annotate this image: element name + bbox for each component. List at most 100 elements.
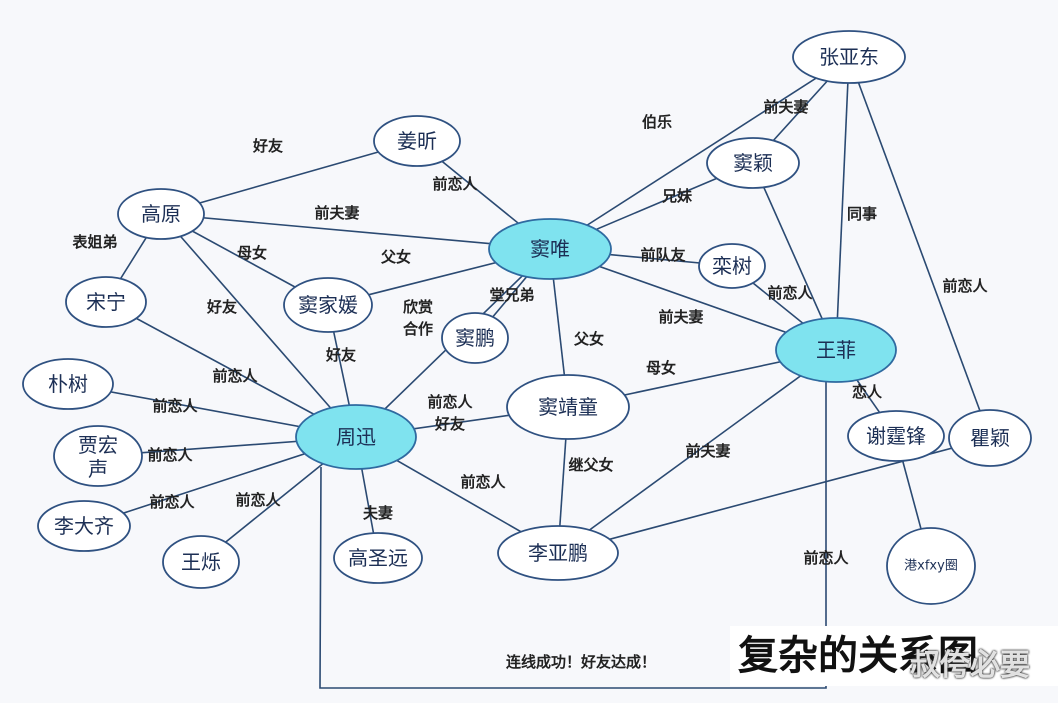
edge-label-wangshuo-zhouxun: 前恋人 xyxy=(235,491,281,509)
edge-zhangyadong-wangfei xyxy=(835,56,850,351)
node-label-songning: 宋宁 xyxy=(86,290,126,314)
node-label-xietingfeng: 谢霆锋 xyxy=(866,424,926,448)
edge-label-luanshu-wangfei: 前恋人 xyxy=(767,284,813,302)
node-label-doupeng: 窦鹏 xyxy=(455,326,495,350)
node-wangshuo: 王烁 xyxy=(162,535,240,589)
node-ellipse-gangxfxy xyxy=(886,527,976,605)
node-label-douying: 窦颖 xyxy=(733,151,773,175)
node-ellipse-wangshuo xyxy=(162,535,240,589)
edge-label-jiangxin-douwei: 前恋人 xyxy=(432,175,478,193)
edge-label-doujiayuan-zhouxun: 好友 xyxy=(325,346,356,364)
node-label-jiahongsheng-0: 贾宏 xyxy=(78,433,118,457)
node-xietingfeng: 谢霆锋 xyxy=(847,410,945,462)
edge-zhangyadong-quying xyxy=(848,56,991,439)
node-label-luanshu: 栾树 xyxy=(712,254,752,278)
edge-label-douwei-douying: 兄妹 xyxy=(661,187,693,205)
edge-label-gaoyuan-jiangxin: 好友 xyxy=(252,137,283,155)
node-zhangyadong: 张亚东 xyxy=(792,30,906,84)
node-zhouxun: 周迅 xyxy=(295,404,417,470)
node-label-zhouxun: 周迅 xyxy=(336,425,376,449)
node-doujingtong: 窦靖童 xyxy=(506,374,630,440)
node-ellipse-wangfei xyxy=(775,317,897,383)
watermark: 叔侉必要 xyxy=(910,648,1030,683)
edge-label-zhangyadong-quying: 前恋人 xyxy=(942,277,988,295)
nodes-layer: 张亚东姜昕窦颖高原窦唯栾树宋宁 窦家媛窦鹏王菲朴树 窦靖童周迅 谢霆锋 瞿颖 贾宏声李大齐… xyxy=(22,30,1032,605)
node-gaoyuan: 高原 xyxy=(117,188,205,240)
edge-label-pushu-zhouxun: 前恋人 xyxy=(152,397,198,415)
node-songning: 宋宁 xyxy=(65,276,147,328)
edge-label-jiahongsheng-zhouxun: 前恋人 xyxy=(147,446,193,464)
edge-gaoyuan-zhouxun xyxy=(160,213,357,438)
node-doupeng: 窦鹏 xyxy=(441,312,509,364)
node-ellipse-zhangyadong xyxy=(792,30,906,84)
node-ellipse-luanshu xyxy=(698,243,766,289)
edge-label-zhouxun-doujingtong: 前恋人 xyxy=(427,393,473,411)
edge-label-doujingtong-wangfei: 母女 xyxy=(646,359,676,377)
edge-zhouxun-wangfei xyxy=(319,380,827,689)
edge-douwei-zhangyadong xyxy=(549,56,850,250)
edge-label-wangfei-liyapeng: 前夫妻 xyxy=(685,442,730,460)
edge-label-douwei-zhouxun-2: 合作 xyxy=(402,320,433,338)
edge-label-douwei-zhangyadong: 伯乐 xyxy=(642,113,672,131)
edge-label-gaoyuan-doujiayuan: 母女 xyxy=(237,244,267,262)
edge-wangfei-liyapeng xyxy=(557,349,837,554)
edge-labels-layer: 好友前恋人前夫妻表姐弟母女好友父女伯乐前夫妻兄妹前队友欣赏合作堂兄弟父女前夫妻同… xyxy=(72,98,988,567)
edge-label-gaoyuan-douwei: 前夫妻 xyxy=(314,204,359,222)
node-pushu: 朴树 xyxy=(22,358,114,410)
edge-label-zhouxun-doujingtong-1: 好友 xyxy=(434,415,465,433)
edge-label-wangfei-xietingfeng: 恋人 xyxy=(852,383,883,401)
node-label-gaoshengyuan: 高圣远 xyxy=(348,546,408,570)
node-ellipse-jiahongsheng xyxy=(53,425,143,487)
node-ellipse-doupeng xyxy=(441,312,509,364)
footer-note: 连线成功！好友达成！ xyxy=(506,653,657,671)
edge-label-douwei-doujingtong: 父女 xyxy=(573,330,604,348)
node-label-wangshuo: 王烁 xyxy=(181,550,221,574)
edge-label-douwei-doujiayuan: 父女 xyxy=(380,248,411,266)
node-label-douwei: 窦唯 xyxy=(530,237,570,261)
edge-label-zhouxun-liyapeng: 前恋人 xyxy=(460,473,506,491)
edge-label-zhouxun-wangfei: 前恋人 xyxy=(803,549,849,567)
node-gaoshengyuan: 高圣远 xyxy=(333,532,423,584)
node-ellipse-jiangxin xyxy=(373,115,461,167)
node-ellipse-quying xyxy=(948,409,1032,467)
node-wangfei: 王菲 xyxy=(775,317,897,383)
node-ellipse-zhouxun xyxy=(295,404,417,470)
node-ellipse-songning xyxy=(65,276,147,328)
node-ellipse-douying xyxy=(706,137,800,189)
node-doujiayuan: 窦家媛 xyxy=(283,277,373,333)
node-jiahongsheng: 贾宏声 xyxy=(53,425,143,487)
node-luanshu: 栾树 xyxy=(698,243,766,289)
node-label-lidaqi: 李大齐 xyxy=(54,514,114,538)
node-ellipse-pushu xyxy=(22,358,114,410)
edge-gaoyuan-jiangxin xyxy=(160,140,418,215)
node-ellipse-lidaqi xyxy=(37,500,131,552)
node-ellipse-douwei xyxy=(488,218,612,280)
edge-gaoyuan-douwei xyxy=(160,213,551,250)
node-douying: 窦颖 xyxy=(706,137,800,189)
node-ellipse-gaoyuan xyxy=(117,188,205,240)
node-ellipse-xietingfeng xyxy=(847,410,945,462)
edge-label-gaoyuan-zhouxun: 好友 xyxy=(206,298,237,316)
edge-label-douwei-luanshu: 前队友 xyxy=(640,246,685,264)
node-label-zhangyadong: 张亚东 xyxy=(819,45,879,69)
edge-label-zhangyadong-wangfei: 同事 xyxy=(847,205,877,223)
edge-label-doujingtong-liyapeng: 继父女 xyxy=(568,456,613,474)
node-label-doujiayuan: 窦家媛 xyxy=(298,293,358,317)
node-label-pushu: 朴树 xyxy=(48,372,88,396)
node-label-quying: 瞿颖 xyxy=(970,426,1010,450)
edge-label-lidaqi-zhouxun: 前恋人 xyxy=(149,493,195,511)
node-label-gangxfxy: 港xfxy圈 xyxy=(904,559,958,574)
node-label-wangfei: 王菲 xyxy=(816,338,856,362)
edge-label-zhangyadong-douying: 前夫妻 xyxy=(763,98,808,116)
node-ellipse-doujiayuan xyxy=(283,277,373,333)
edge-label-zhouxun-gaoshengyuan: 夫妻 xyxy=(363,504,393,522)
node-lidaqi: 李大齐 xyxy=(37,500,131,552)
node-label-jiahongsheng-1: 声 xyxy=(88,457,108,481)
node-ellipse-doujingtong xyxy=(506,374,630,440)
node-label-gaoyuan: 高原 xyxy=(141,202,181,226)
node-label-liyapeng: 李亚鹏 xyxy=(528,541,588,565)
edge-label-douwei-doupeng: 堂兄弟 xyxy=(489,286,534,304)
node-label-jiangxin: 姜昕 xyxy=(397,129,437,153)
